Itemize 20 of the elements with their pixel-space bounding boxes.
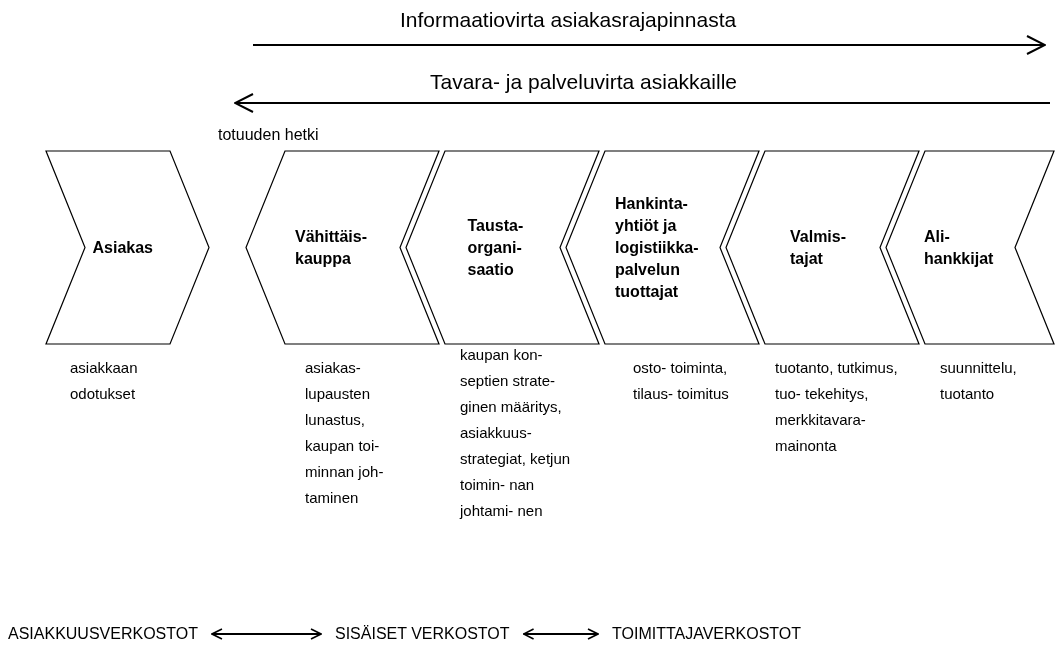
description-text: tuotanto, tutkimus, tuo- tekehitys, merkkitavara- mainonta [775,358,899,456]
node-label: Asiakas [92,237,154,258]
node-label: Vähittäis- kauppa [295,226,368,269]
node-label: Ali- hankkijat [924,226,995,269]
description-text: asiakas- lupausten lunastus, kaupan toi- minnan joh- taminen [305,358,385,508]
description-text: suunnittelu, tuotanto [940,358,1018,404]
node-label: Tausta- organi- saatio [467,215,525,280]
double-arrow [522,628,599,640]
network-label: TOIMITTAJAVERKOSTOT [612,625,802,643]
double-arrow [211,628,322,640]
flow-label: Informaatiovirta asiakasrajapinnasta [400,8,737,32]
flow-label: Tavara- ja palveluvirta asiakkaille [430,70,737,94]
network-label: ASIAKKUUSVERKOSTOT [8,625,198,643]
node-label: Hankinta- yhtiöt ja logistiikka- palvelun tuottajat [615,193,700,302]
description-text: kaupan kon- septien strate- ginen määritys, asiakkuus- strategiat, ketjun toimin- nan johtami- nen [460,345,572,521]
description-text: asiakkaan odotukset [70,358,139,404]
description-text: osto- toiminta, tilaus- toimitus [633,358,730,404]
node-label: Valmis- tajat [790,226,848,269]
note-label: totuuden hetki [218,126,319,144]
network-label: SISÄISET VERKOSTOT [335,625,510,643]
